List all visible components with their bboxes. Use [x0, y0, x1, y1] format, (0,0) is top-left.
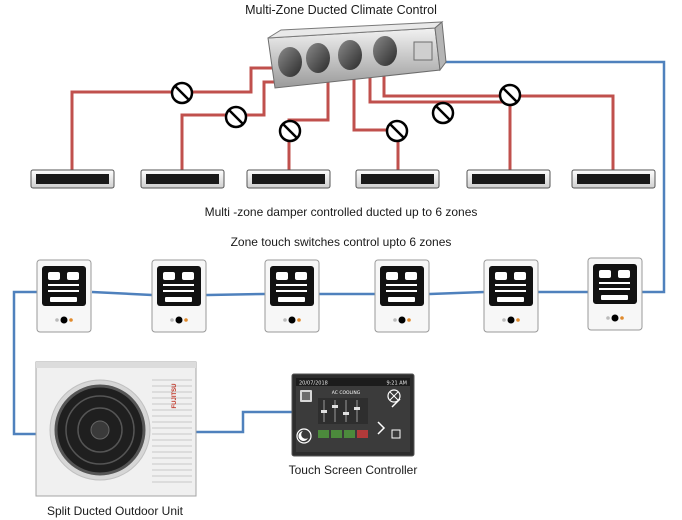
controller-time: 9:21 AM	[386, 381, 407, 387]
switch-caption: Zone touch switches control upto 6 zones	[230, 235, 452, 249]
duct-run-zone-3	[287, 75, 330, 170]
fan-icon	[387, 389, 401, 403]
zone-touch-switch-icon	[36, 259, 92, 333]
indoor-ducted-unit	[267, 20, 447, 89]
damper-closed-icon	[431, 101, 455, 125]
ceiling-vent	[571, 169, 656, 189]
controller-date: 20/07/2018	[299, 381, 328, 387]
controller-mode: AC COOLING	[332, 390, 361, 396]
zone-touch-switches	[36, 257, 643, 333]
outdoor-unit: FUJITSU	[35, 361, 197, 497]
zone-touch-switch-icon	[587, 257, 643, 331]
duct-run-zone-4	[352, 70, 400, 170]
dampers	[170, 81, 522, 143]
ceiling-vent	[246, 169, 331, 189]
ceiling-vent	[30, 169, 115, 189]
ceiling-vents	[30, 169, 656, 189]
zone-touch-switch-icon	[483, 259, 539, 333]
damper-closed-icon	[385, 119, 409, 143]
damper-closed-icon	[498, 83, 522, 107]
ceiling-vent	[466, 169, 551, 189]
zone-touch-switch-icon	[264, 259, 320, 333]
signal-line-outdoor-to-controller	[196, 410, 292, 434]
outdoor-caption: Split Ducted Outdoor Unit	[46, 504, 184, 518]
damper-closed-icon	[278, 119, 302, 143]
controller-caption: Touch Screen Controller	[288, 463, 418, 477]
zone-touch-switch-icon	[374, 259, 430, 333]
zone-touch-switch-icon	[151, 259, 207, 333]
signal-line-switch-to-outdoor	[12, 290, 37, 436]
damper-caption: Multi -zone damper controlled ducted up …	[204, 205, 478, 219]
ceiling-vent	[355, 169, 440, 189]
outdoor-brand-logo: FUJITSU	[172, 383, 178, 408]
duct-run-zone-1	[70, 66, 282, 170]
signal-line-indoor-to-switch	[440, 60, 666, 294]
moon-icon	[296, 428, 312, 444]
ceiling-vent	[140, 169, 225, 189]
damper-closed-icon	[224, 105, 248, 129]
duct-run-zone-5	[368, 60, 512, 170]
damper-closed-icon	[170, 81, 194, 105]
touch-screen-controller: 20/07/2018 9:21 AM AC COOLING	[291, 373, 415, 457]
diagram-title: Multi-Zone Ducted Climate Control	[245, 3, 437, 17]
